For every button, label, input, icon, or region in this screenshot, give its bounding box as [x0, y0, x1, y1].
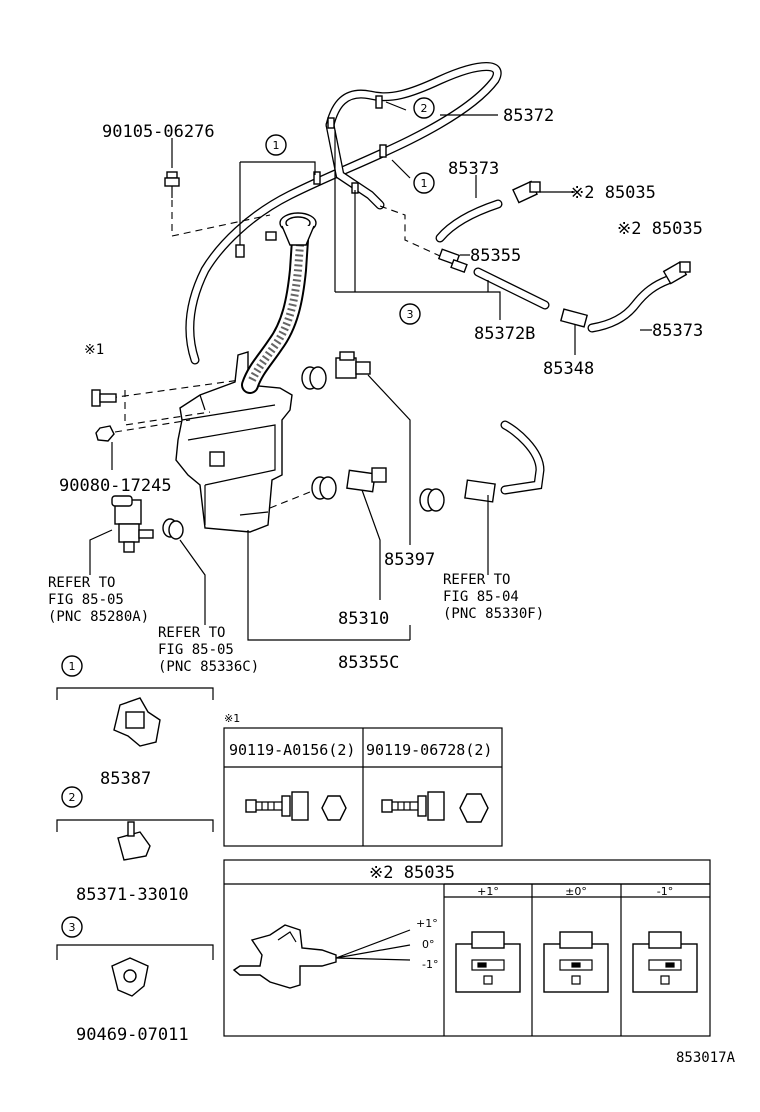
outlet-85397: [335, 351, 371, 379]
angle-minus-label: -1°: [422, 958, 438, 971]
grommet-a: [301, 366, 327, 390]
svg-text:(PNC 85330F): (PNC 85330F): [443, 606, 544, 622]
grommet-small: [162, 518, 184, 540]
angle-plus-label: +1°: [416, 917, 438, 930]
angle-header-plus: +1°: [477, 885, 499, 898]
label-90105-06276: 90105-06276: [102, 122, 215, 142]
label-85387: 85387: [100, 769, 151, 789]
label-90080-17245: 90080-17245: [59, 476, 172, 496]
circle-1b: 1: [413, 172, 435, 194]
refer-85336c: REFER TO FIG 85-05 (PNC 85336C): [158, 625, 259, 675]
nut-90080: [95, 425, 115, 442]
svg-text:2: 2: [421, 102, 428, 115]
figure-id: 853017A: [676, 1050, 736, 1066]
joint-85355: [437, 248, 468, 274]
sensor-85310: [346, 467, 387, 493]
bolt-note1: [91, 389, 117, 407]
joint-85348: [559, 308, 589, 328]
nozzle-85035-upper: [512, 180, 541, 204]
bolt-table-col2: 90119-06728(2): [366, 741, 492, 759]
refer-85330f: REFER TO FIG 85-04 (PNC 85330F): [443, 572, 544, 622]
nozzle-85035-lower: [662, 261, 691, 285]
label-85372: 85372: [503, 106, 554, 126]
angle-zero-label: 0°: [422, 938, 435, 951]
hose-85372b: [325, 120, 550, 310]
bolt-90105: [164, 171, 180, 198]
svg-text:FIG 85-05: FIG 85-05: [158, 642, 234, 658]
washer-tank: [175, 351, 293, 533]
circle-1a: 1: [265, 134, 287, 156]
label-85355c: 85355C: [338, 653, 399, 673]
detail-2: 2 85371-33010: [56, 786, 214, 905]
refer-85280a: REFER TO FIG 85-05 (PNC 85280A): [48, 575, 149, 625]
bolt-table: ※1 90119-A0156(2) 90119-06728(2): [223, 712, 503, 847]
detail-3: 3 90469-07011: [56, 916, 214, 1045]
svg-text:1: 1: [421, 177, 428, 190]
svg-text:REFER TO: REFER TO: [48, 575, 115, 591]
angle-header-minus: -1°: [657, 885, 673, 898]
filler-neck: [241, 212, 317, 394]
label-90469-07011: 90469-07011: [76, 1025, 189, 1045]
label-85035-top: ※2 85035: [570, 183, 656, 203]
nozzle-angle-table: ※2 85035 +1° ±0° -1° +1° 0° -1°: [223, 859, 711, 1037]
hose-85373-lower: [587, 275, 673, 333]
svg-text:3: 3: [407, 308, 414, 321]
angle-table-title: ※2 85035: [369, 863, 455, 883]
bolt-table-col1: 90119-A0156(2): [229, 741, 355, 759]
svg-text:REFER TO: REFER TO: [443, 572, 510, 588]
label-85348: 85348: [543, 359, 594, 379]
label-85373-top: 85373: [448, 159, 499, 179]
svg-text:(PNC 85280A): (PNC 85280A): [48, 609, 149, 625]
grommet-c: [419, 488, 445, 512]
circle-2a: 2: [413, 97, 435, 119]
leaders: [89, 101, 652, 641]
hose-85373-upper: [435, 199, 503, 243]
label-85310: 85310: [338, 609, 389, 629]
angle-header-zero: ±0°: [565, 885, 587, 898]
label-85372b: 85372B: [474, 324, 535, 344]
label-85035-right: ※2 85035: [617, 219, 703, 239]
circle-3a: 3: [399, 303, 421, 325]
label-85397: 85397: [384, 550, 435, 570]
label-85371-33010: 85371-33010: [76, 885, 189, 905]
svg-text:3: 3: [69, 921, 76, 934]
svg-text:2: 2: [69, 791, 76, 804]
label-85373-bottom: 85373: [652, 321, 703, 341]
label-85355: 85355: [470, 246, 521, 266]
svg-text:1: 1: [273, 139, 280, 152]
washer-pump: [111, 495, 154, 553]
grommet-b: [311, 476, 337, 500]
svg-text:FIG 85-04: FIG 85-04: [443, 589, 519, 605]
label-note1: ※1: [84, 342, 104, 358]
svg-text:REFER TO: REFER TO: [158, 625, 225, 641]
nozzle-view-plus: [455, 931, 521, 993]
svg-text:(PNC 85336C): (PNC 85336C): [158, 659, 259, 675]
pump-rear: [464, 420, 545, 503]
main-hose-85372: [185, 62, 502, 365]
svg-text:※1: ※1: [224, 712, 240, 725]
svg-text:1: 1: [69, 660, 76, 673]
nozzle-view-zero: [543, 931, 609, 993]
svg-text:FIG 85-05: FIG 85-05: [48, 592, 124, 608]
detail-1: 1 85387: [56, 655, 214, 789]
nozzle-view-minus: [632, 931, 698, 993]
